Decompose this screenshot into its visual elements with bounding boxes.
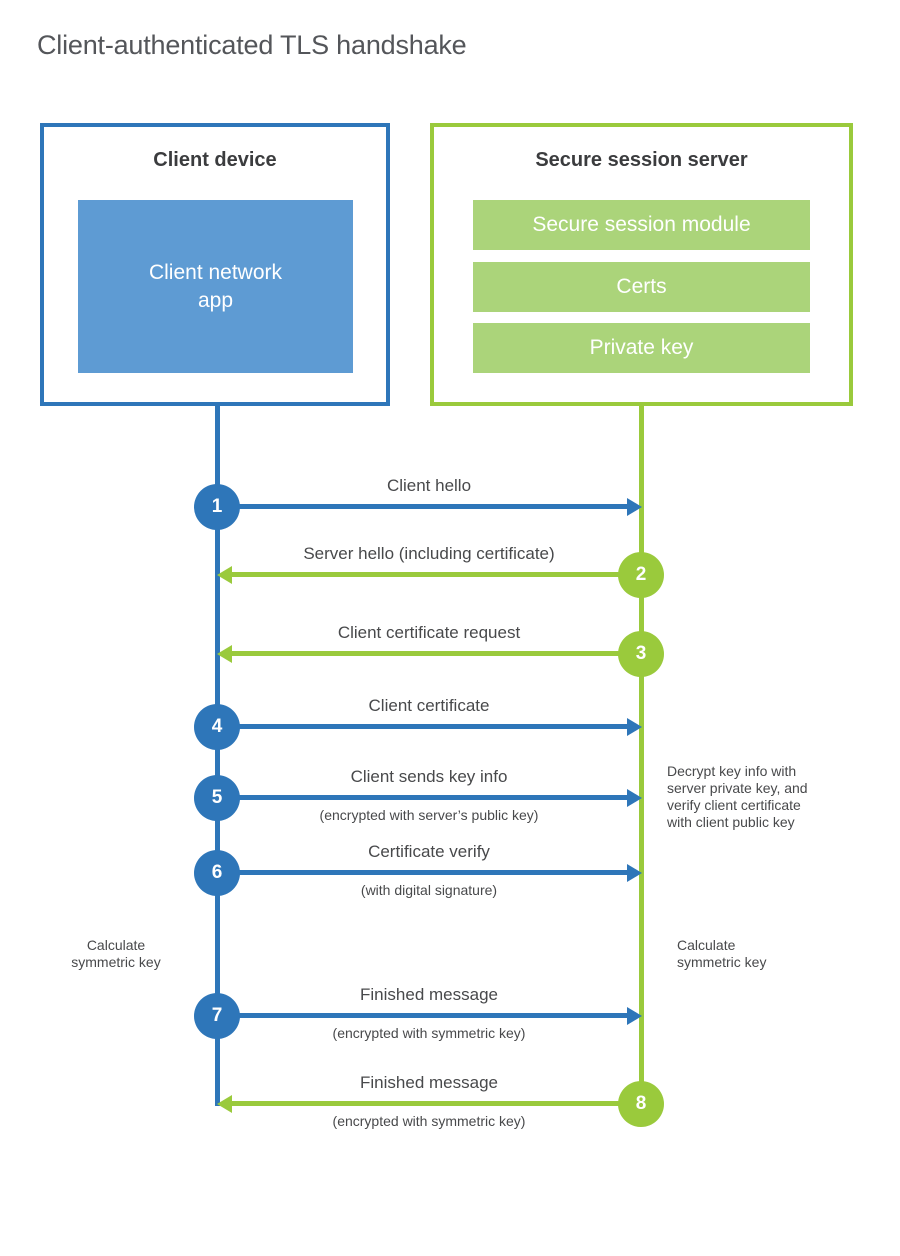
step-circle-8: 8: [618, 1081, 664, 1127]
arrow-line-step-4: [217, 724, 627, 729]
calculate-symmetric-key-left: Calculate symmetric key: [71, 937, 161, 970]
client-network-app-label: Client network app: [148, 260, 283, 312]
arrow-line-step-2: [230, 572, 641, 577]
server-module-secure-session: Secure session module: [473, 200, 810, 250]
server-lifeline: [639, 404, 644, 1122]
message-sublabel-5: (encrypted with server’s public key): [319, 807, 539, 823]
arrowhead-right-icon: [627, 498, 642, 516]
message-sublabel-8: (encrypted with symmetric key): [332, 1113, 526, 1129]
step-circle-3: 3: [618, 631, 664, 677]
arrowhead-left-icon: [217, 1095, 232, 1113]
secure-session-server-title: Secure session server: [535, 149, 748, 171]
arrow-line-step-5: [217, 795, 627, 800]
message-label-3: Client certificate request: [337, 623, 521, 642]
calculate-symmetric-key-right: Calculate symmetric key: [677, 937, 767, 970]
step-circle-7: 7: [194, 993, 240, 1039]
arrowhead-right-icon: [627, 789, 642, 807]
message-sublabel-6: (with digital signature): [360, 882, 498, 898]
step-circle-2: 2: [618, 552, 664, 598]
decrypt-key-note: Decrypt key info with server private key…: [667, 763, 808, 830]
client-network-app-box: Client network app: [78, 200, 353, 373]
arrowhead-right-icon: [627, 1007, 642, 1025]
message-label-2: Server hello (including certificate): [303, 544, 555, 563]
arrow-line-step-3: [230, 651, 641, 656]
arrow-line-step-8: [230, 1101, 641, 1106]
server-module-certs: Certs: [473, 262, 810, 312]
arrowhead-left-icon: [217, 566, 232, 584]
server-module-private-key: Private key: [473, 323, 810, 373]
step-circle-1: 1: [194, 484, 240, 530]
arrow-line-step-7: [217, 1013, 627, 1018]
client-device-title: Client device: [153, 149, 277, 171]
message-label-7: Finished message: [360, 985, 498, 1004]
step-circle-5: 5: [194, 775, 240, 821]
message-label-8: Finished message: [360, 1073, 498, 1092]
client-lifeline: [215, 404, 220, 1106]
step-circle-6: 6: [194, 850, 240, 896]
arrowhead-right-icon: [627, 864, 642, 882]
message-label-4: Client certificate: [368, 696, 490, 715]
arrow-line-step-1: [217, 504, 627, 509]
message-sublabel-7: (encrypted with symmetric key): [332, 1025, 526, 1041]
step-circle-4: 4: [194, 704, 240, 750]
arrowhead-right-icon: [627, 718, 642, 736]
page-title: Client-authenticated TLS handshake: [37, 30, 467, 60]
message-label-1: Client hello: [386, 476, 472, 495]
message-label-6: Certificate verify: [368, 842, 490, 861]
arrow-line-step-6: [217, 870, 627, 875]
message-label-5: Client sends key info: [350, 767, 508, 786]
arrowhead-left-icon: [217, 645, 232, 663]
